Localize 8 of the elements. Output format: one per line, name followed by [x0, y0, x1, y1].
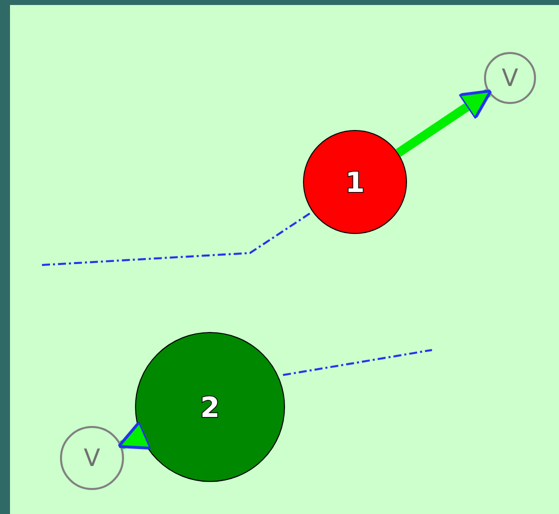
velocity-arrow — [117, 420, 152, 450]
vector-label: V — [84, 444, 100, 472]
vector-label-circle — [60, 426, 124, 490]
ball-number: 2 — [200, 390, 220, 424]
vector-label-circle — [484, 52, 536, 104]
ball-number: 1 — [345, 166, 365, 198]
velocity-arrow — [396, 88, 492, 157]
vector-label: V — [502, 64, 518, 92]
